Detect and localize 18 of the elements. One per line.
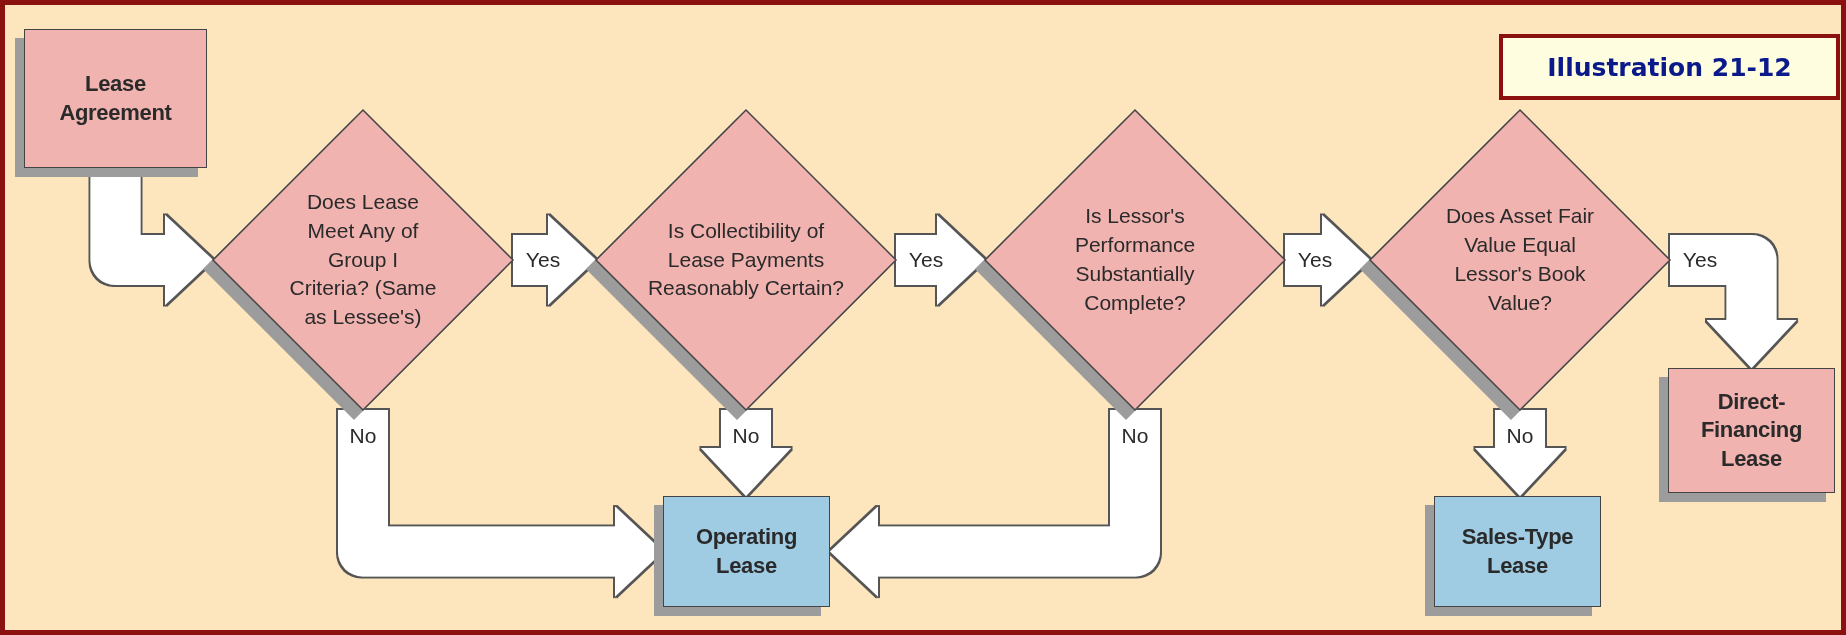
decision-diamond [1370, 110, 1670, 410]
block-arrow [701, 410, 791, 496]
question-text: Is Collectibility of Lease Payments Reasonably Certain? [646, 217, 846, 302]
box-text: Direct-Financing Lease [1699, 387, 1804, 473]
block-arrow [896, 215, 985, 305]
block-arrow [513, 215, 596, 305]
decision-diamond [213, 110, 513, 410]
question-text: Does Lease Meet Any of Group I Criteria? (Same as Lessee's) [288, 188, 438, 331]
box-text: Sales-Type Lease [1460, 522, 1575, 580]
block-arrow [1285, 215, 1370, 305]
box-text: Operating Lease [694, 522, 799, 580]
decision-diamond [985, 110, 1285, 410]
question-text: Does Asset Fair Value Equal Lessor's Book Value? [1444, 203, 1596, 316]
question-text: Is Lessor's Performance Substantially Complete? [1073, 203, 1197, 316]
title: Illustration 21-12 [1499, 34, 1840, 100]
block-arrow [1475, 410, 1565, 496]
box-text: Lease Agreement [58, 69, 173, 127]
decision-diamond [596, 110, 896, 410]
